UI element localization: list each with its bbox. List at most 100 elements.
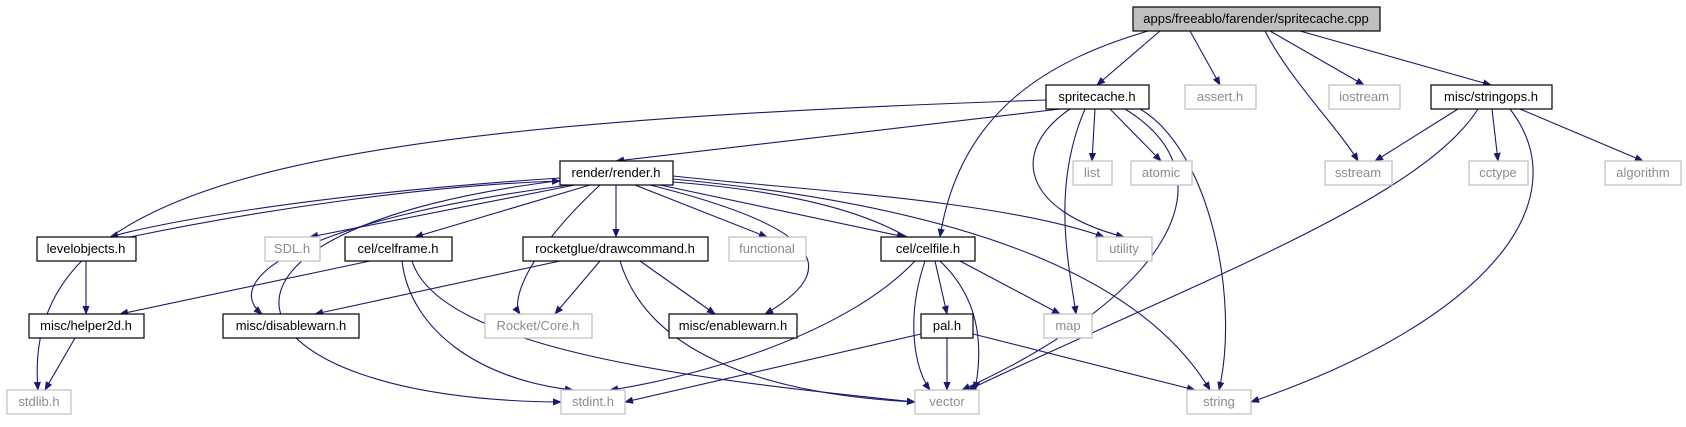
- node-sstream[interactable]: sstream: [1324, 160, 1393, 186]
- edges-layer: [33, 30, 1644, 406]
- node-label: pal.h: [933, 318, 961, 333]
- edge-render-to-celframe: [414, 184, 591, 239]
- edge-line: [1250, 108, 1534, 403]
- edge-drawcommand-to-rocketcore: [554, 260, 601, 315]
- edge-line: [1299, 30, 1492, 87]
- edge-line: [414, 184, 591, 239]
- node-label: misc/stringops.h: [1444, 89, 1538, 104]
- edge-spritecache-h-to-utility: [1032, 108, 1125, 239]
- edge-stringops-to-string: [1250, 108, 1534, 403]
- node-map[interactable]: map: [1043, 313, 1093, 339]
- node-label: cel/celframe.h: [358, 241, 439, 256]
- edge-spritecache-h-to-list: [1088, 108, 1097, 162]
- node-levelobjects-h[interactable]: levelobjects.h: [36, 236, 137, 262]
- node-list[interactable]: list: [1072, 160, 1113, 186]
- node-misc-disablewarn-h[interactable]: misc/disablewarn.h: [222, 313, 360, 339]
- edge-line: [634, 184, 768, 238]
- node-label: cel/celfile.h: [896, 241, 960, 256]
- edge-line: [119, 260, 371, 316]
- node-label: stdint.h: [572, 394, 614, 409]
- node-stdlib-h[interactable]: stdlib.h: [6, 389, 72, 415]
- edge-drawcommand-to-vector: [619, 260, 916, 406]
- edge-stringops-to-vector: [967, 108, 1479, 391]
- node-label: SDL.h: [274, 241, 310, 256]
- node-label: render/render.h: [572, 165, 661, 180]
- edge-spritecache-h-to-render: [615, 108, 1061, 164]
- edge-line: [33, 99, 1047, 391]
- edge-celframe-to-helper2d: [119, 260, 371, 316]
- node-label: rocketglue/drawcommand.h: [535, 241, 695, 256]
- node-label: misc/enablewarn.h: [679, 318, 787, 333]
- node-misc-helper2d-h[interactable]: misc/helper2d.h: [28, 313, 145, 339]
- edge-line: [959, 260, 1061, 315]
- edge-line: [1491, 108, 1501, 162]
- node-label: algorithm: [1616, 165, 1669, 180]
- node-rocket-core-h[interactable]: Rocket/Core.h: [484, 313, 593, 339]
- edge-line: [1264, 30, 1359, 162]
- edge-spritecache-h-to-stdlib: [33, 99, 1047, 391]
- edge-stringops-to-cctype: [1491, 108, 1501, 162]
- edge-spritecache-cpp-to-spritecache-h: [1096, 30, 1161, 86]
- edge-line: [314, 260, 561, 316]
- node-cel-celframe-h[interactable]: cel/celframe.h: [344, 236, 453, 262]
- edge-pal-to-stdint: [624, 333, 922, 404]
- node-string[interactable]: string: [1186, 389, 1252, 415]
- edge-line: [1139, 108, 1227, 391]
- edge-celframe-to-stdint: [401, 260, 574, 393]
- node-spritecache-h[interactable]: spritecache.h: [1045, 84, 1150, 110]
- node-vector[interactable]: vector: [914, 389, 980, 415]
- edge-line: [639, 260, 716, 315]
- edge-spritecache-h-to-string: [1139, 108, 1227, 391]
- node-render-render-h[interactable]: render/render.h: [559, 160, 674, 186]
- edge-stringops-to-algorithm: [1519, 108, 1644, 162]
- node-atomic[interactable]: atomic: [1130, 160, 1193, 186]
- node-label: map: [1055, 318, 1080, 333]
- edge-drawcommand-to-enablewarn: [639, 260, 716, 315]
- node-rocketglue-drawcommand-h[interactable]: rocketglue/drawcommand.h: [522, 236, 709, 262]
- node-cctype[interactable]: cctype: [1468, 160, 1529, 186]
- node-label: sstream: [1335, 165, 1381, 180]
- node-label: vector: [929, 394, 965, 409]
- node-assert-h[interactable]: assert.h: [1184, 84, 1257, 110]
- edge-line: [937, 30, 1149, 238]
- node-iostream[interactable]: iostream: [1328, 84, 1401, 110]
- node-misc-enablewarn-h[interactable]: misc/enablewarn.h: [668, 313, 798, 339]
- edge-line: [1096, 30, 1161, 86]
- edge-helper2d-to-stdlib: [44, 337, 76, 391]
- edge-stringops-to-sstream: [1374, 108, 1459, 162]
- edge-line: [1088, 108, 1097, 162]
- edge-line: [672, 181, 981, 391]
- node-label: misc/helper2d.h: [40, 318, 132, 333]
- node-cel-celfile-h[interactable]: cel/celfile.h: [880, 236, 976, 262]
- node-misc-stringops-h[interactable]: misc/stringops.h: [1430, 84, 1553, 110]
- edge-line: [913, 260, 931, 391]
- edge-line: [672, 178, 1211, 391]
- node-label: spritecache.h: [1058, 89, 1135, 104]
- node-spritecache-cpp[interactable]: apps/freeablo/farender/spritecache.cpp: [1132, 6, 1381, 32]
- edge-line: [967, 108, 1479, 391]
- node-functional[interactable]: functional: [728, 236, 807, 262]
- edge-line: [129, 177, 561, 238]
- edge-line: [109, 177, 561, 239]
- edge-render-to-stdint: [278, 179, 566, 406]
- edge-line: [1189, 30, 1221, 86]
- node-label: utility: [1109, 241, 1139, 256]
- edge-spritecache-h-to-atomic: [1109, 108, 1162, 162]
- node-stdint-h[interactable]: stdint.h: [560, 389, 626, 415]
- node-utility[interactable]: utility: [1096, 236, 1153, 262]
- edge-spritecache-cpp-to-sstream: [1264, 30, 1359, 162]
- edge-line: [1519, 108, 1644, 162]
- edge-line: [672, 175, 1105, 238]
- node-label: functional: [739, 241, 795, 256]
- edge-render-to-levelobjects: [109, 177, 561, 239]
- node-sdl-h[interactable]: SDL.h: [264, 236, 321, 262]
- node-algorithm[interactable]: algorithm: [1604, 160, 1682, 186]
- edge-render-to-vector: [672, 181, 981, 391]
- node-pal-h[interactable]: pal.h: [920, 313, 974, 339]
- node-label: cctype: [1479, 165, 1517, 180]
- edge-celfile-to-stdint: [609, 260, 916, 393]
- node-label: levelobjects.h: [47, 241, 126, 256]
- node-label: assert.h: [1197, 89, 1243, 104]
- edge-render-to-functional: [634, 184, 768, 238]
